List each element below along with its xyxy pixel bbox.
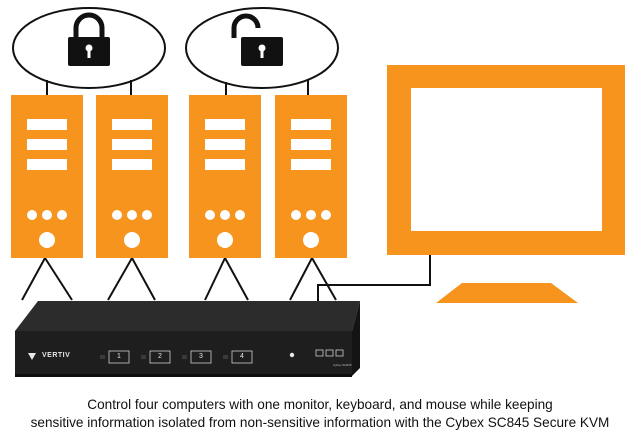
server-2	[96, 95, 168, 258]
kvm-brand-label: VERTIV	[42, 352, 71, 359]
kvm-port-buttons	[108, 350, 253, 364]
kvm-logo-icon	[28, 353, 36, 360]
group-links	[46, 80, 309, 95]
kvm-port-label-2: 2	[158, 353, 162, 360]
caption-line-1: Control four computers with one monitor,…	[87, 397, 553, 412]
kvm-status-led	[289, 352, 295, 358]
monitor	[387, 65, 625, 303]
server-cables	[21, 257, 337, 301]
padlock-open-icon	[231, 13, 283, 66]
server-3	[189, 95, 261, 258]
kvm-switch	[15, 301, 360, 377]
monitor-cable	[317, 255, 431, 302]
kvm-port-leds	[100, 355, 228, 359]
kvm-port-label-3: 3	[199, 353, 203, 360]
padlock-closed-icon	[68, 12, 110, 66]
server-4	[275, 95, 347, 258]
kvm-port-label-1: 1	[117, 353, 121, 360]
kvm-indicator-icons	[315, 349, 344, 357]
caption: Control four computers with one monitor,…	[0, 396, 640, 432]
server-1	[11, 95, 83, 258]
kvm-port-label-4: 4	[240, 353, 244, 360]
caption-line-2: sensitive information isolated from non-…	[30, 415, 610, 430]
kvm-model-label: Cybex SC845	[333, 363, 352, 367]
